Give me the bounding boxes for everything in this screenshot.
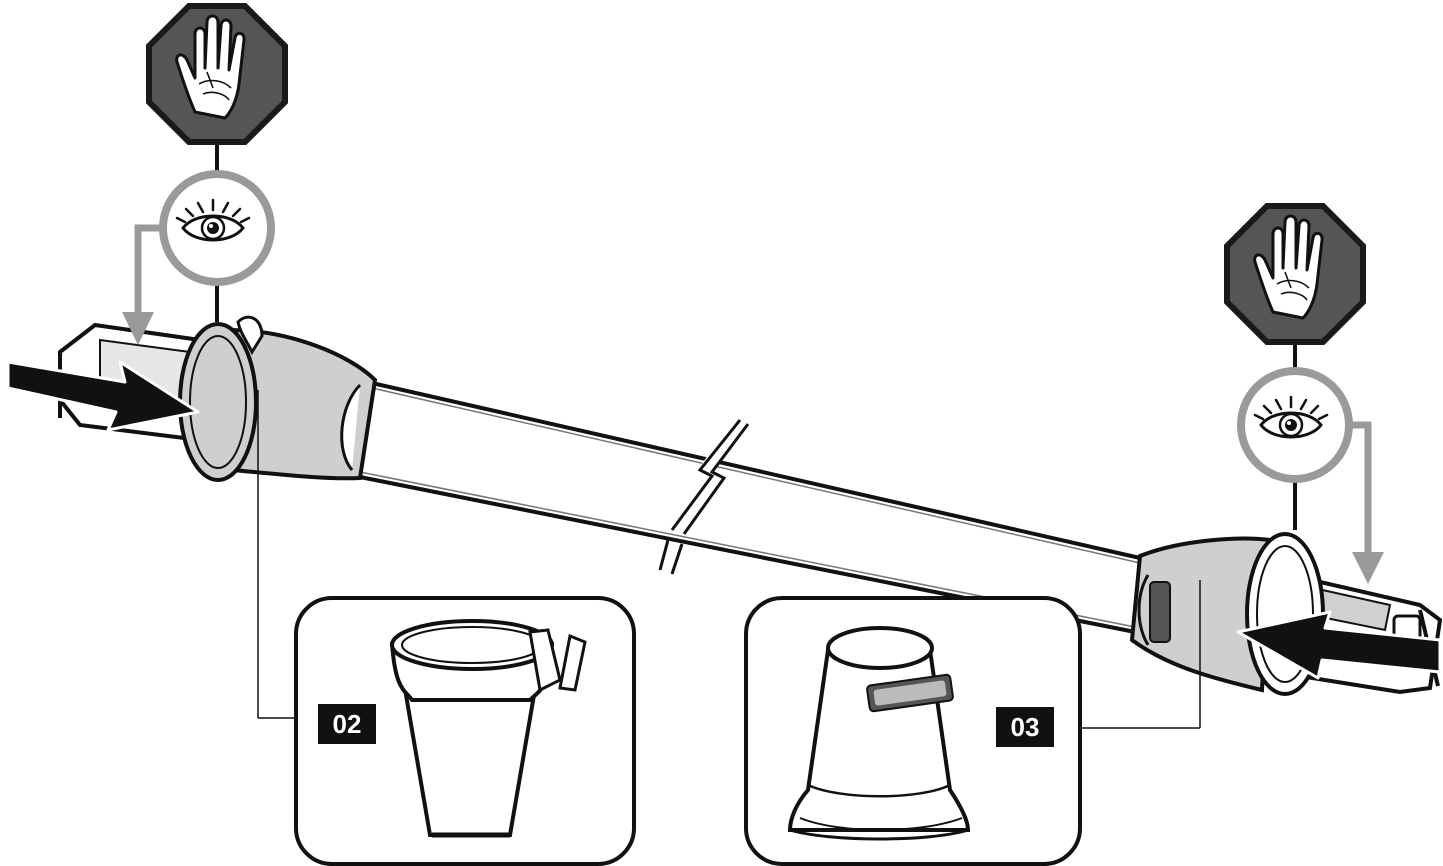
left-collar bbox=[178, 315, 378, 719]
collar-03-detail bbox=[787, 626, 971, 841]
eye-inspect-icon bbox=[159, 170, 275, 286]
tube bbox=[354, 381, 1141, 634]
stop-hand-icon bbox=[1224, 203, 1366, 345]
guide-arrow-right bbox=[1350, 421, 1384, 584]
collar-02-detail bbox=[390, 619, 587, 838]
insert-arrow-icon bbox=[6, 360, 200, 432]
break-line-icon bbox=[658, 416, 750, 575]
detail-callout-03 bbox=[744, 596, 1082, 866]
right-collar bbox=[1054, 532, 1325, 729]
part-label-02: 02 bbox=[318, 704, 376, 744]
guide-arrow-left bbox=[122, 224, 160, 345]
detail-callout-02 bbox=[294, 596, 636, 866]
stop-hand-icon bbox=[146, 3, 288, 145]
eye-inspect-icon bbox=[1237, 367, 1353, 483]
part-label-03: 03 bbox=[996, 707, 1054, 747]
insert-arrow-icon bbox=[1236, 610, 1442, 680]
